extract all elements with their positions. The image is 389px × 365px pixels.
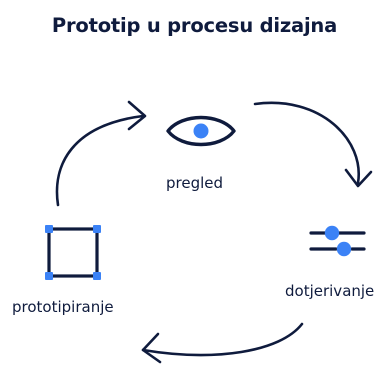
diagram-title: Prototip u procesu dizajna [51,14,338,37]
step-label-prototype: prototipiranje [12,298,114,316]
arrow-to-review [55,100,147,207]
arrow-to-prototype [141,322,304,364]
eye-icon [166,115,236,147]
step-label-review: pregled [166,174,224,192]
step-label-refine: dotjerivanje [285,282,375,300]
arrow-to-refine [253,101,373,188]
sliders-icon [309,225,366,257]
selection-square-icon [45,225,101,280]
